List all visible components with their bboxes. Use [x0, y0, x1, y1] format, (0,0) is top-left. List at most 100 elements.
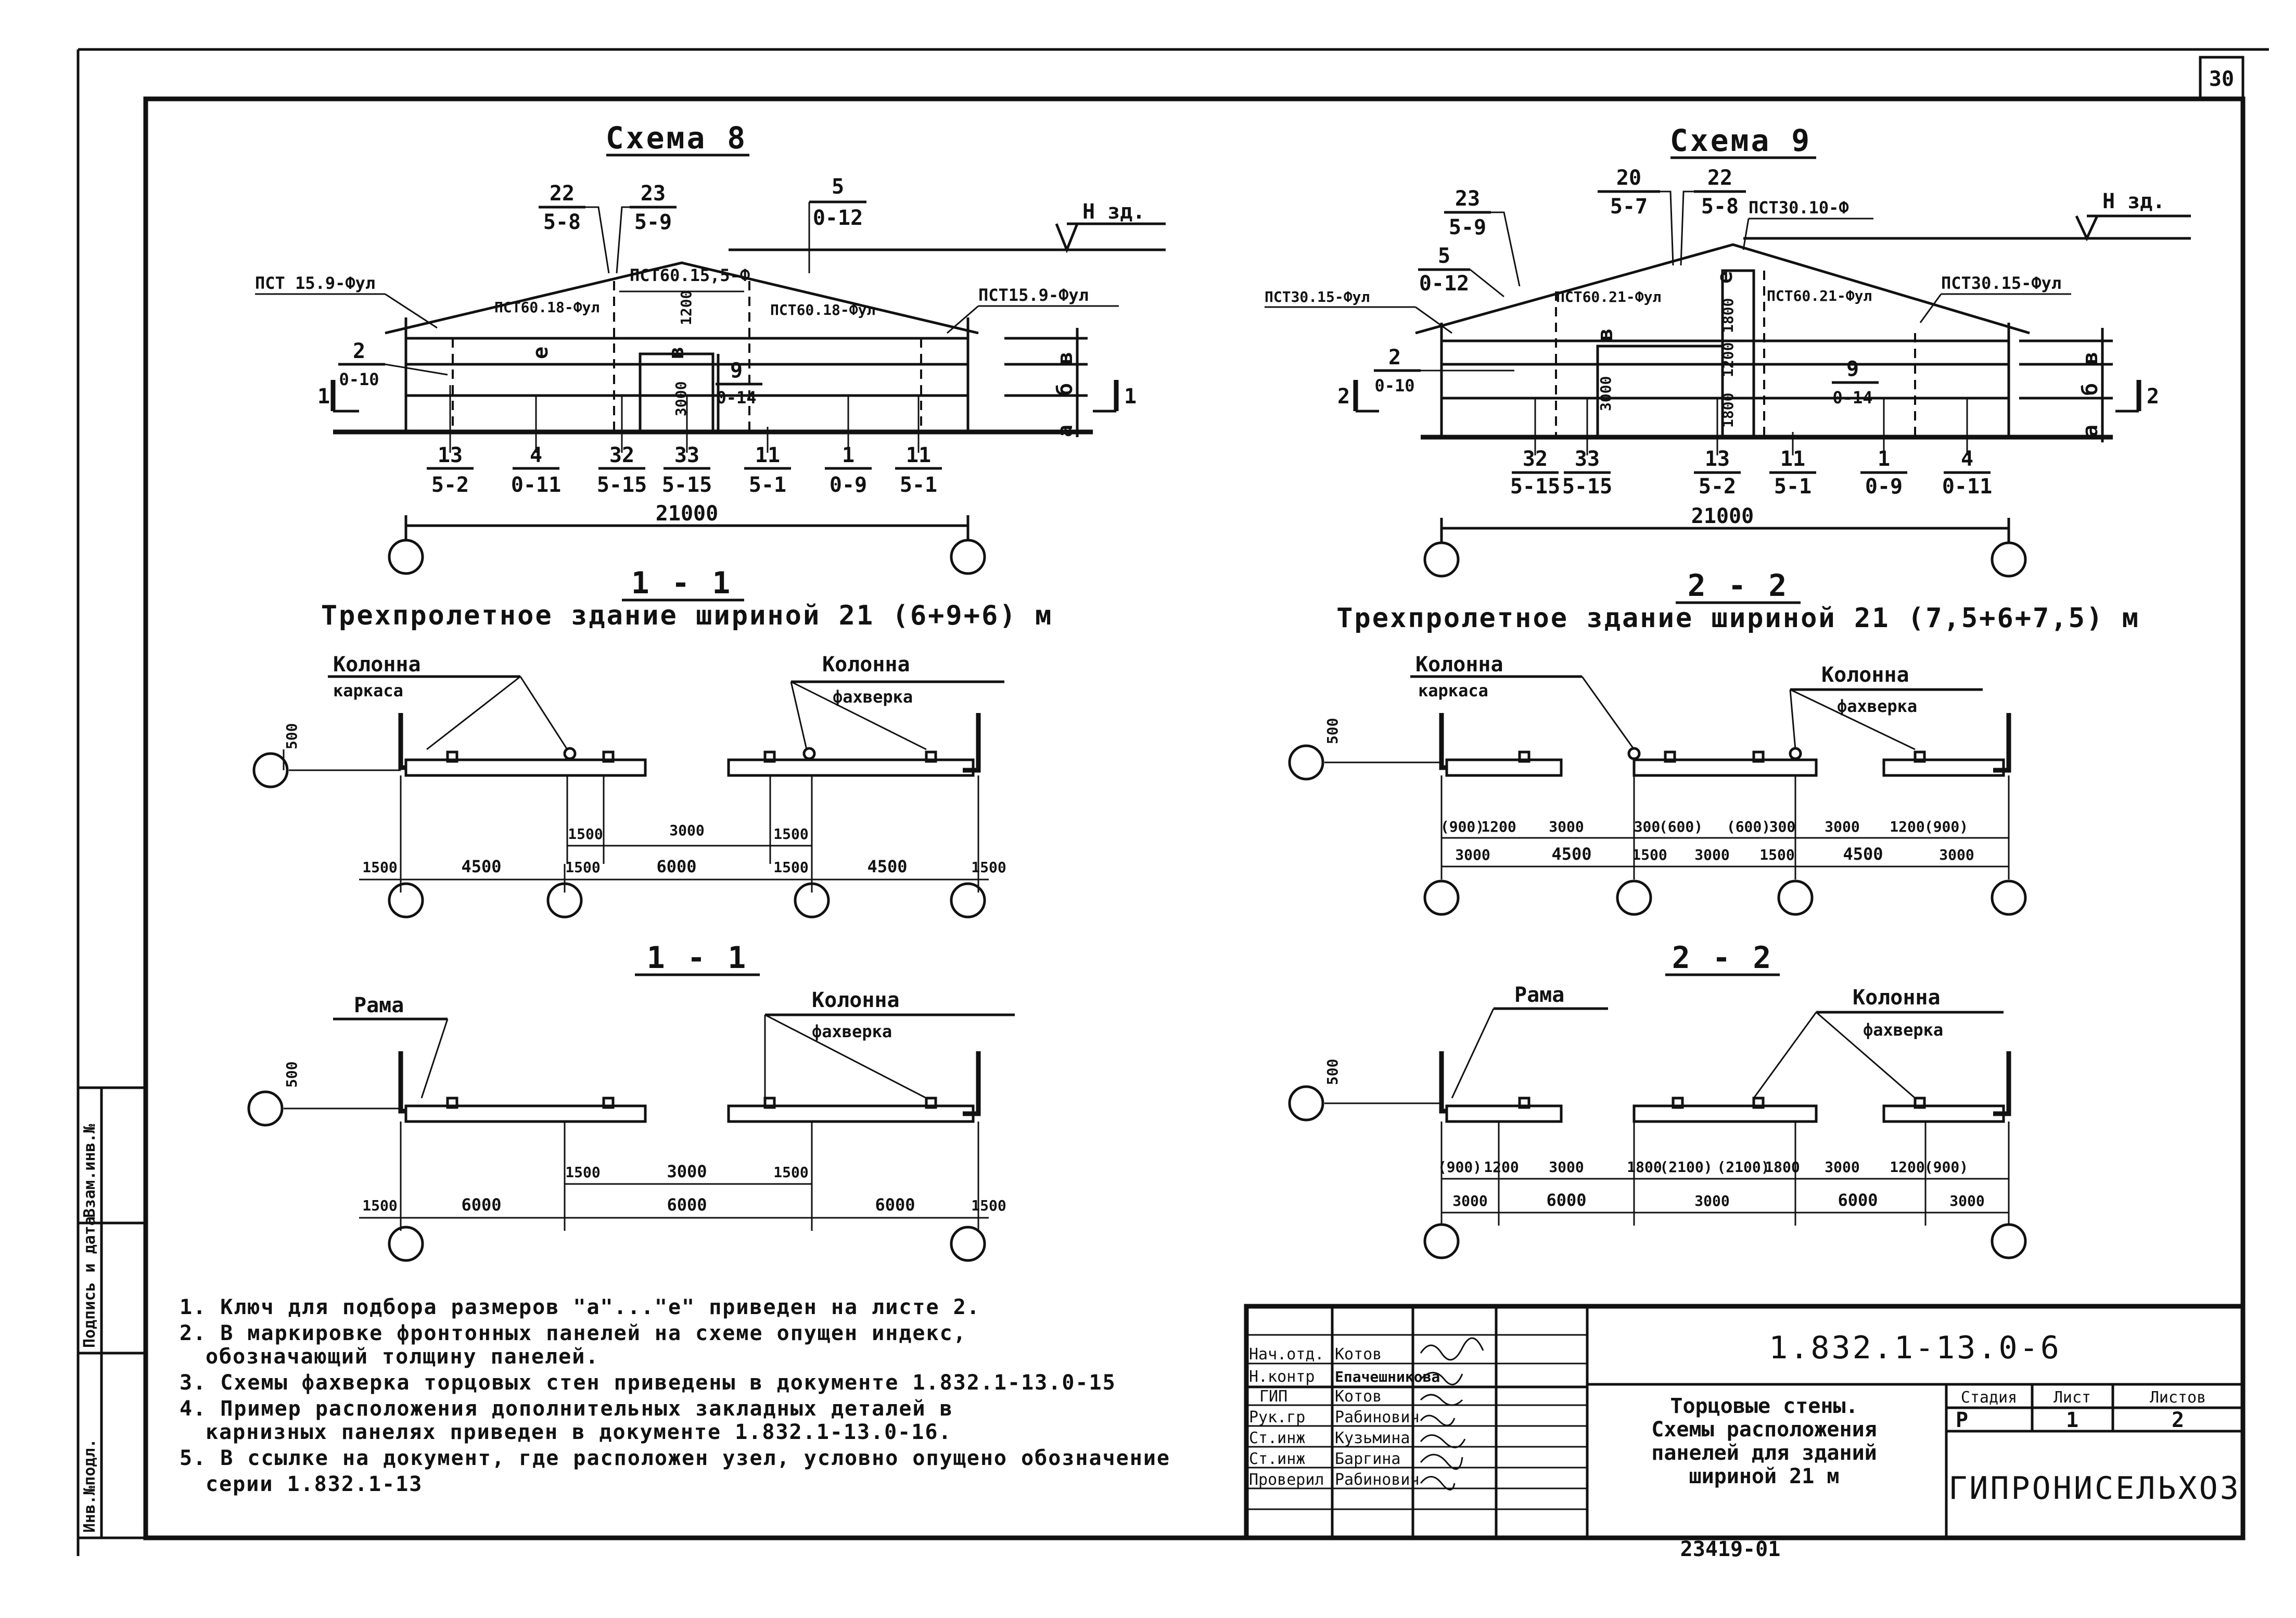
svg-text:5: 5: [832, 175, 844, 199]
scheme-9-top-marks: 23 5-9 5 0-12 20 5-7 22 5-8: [1418, 166, 1746, 298]
svg-text:фахверка: фахверка: [833, 687, 913, 707]
side-stamp-inv: Инв.№подл.: [81, 1438, 99, 1533]
svg-text:Нач.отд.: Нач.отд.: [1249, 1345, 1324, 1364]
side-stamp-sign: Подпись и дата: [81, 1216, 99, 1348]
svg-text:ПСТ30.15-Фул: ПСТ30.15-Фул: [1265, 288, 1370, 305]
svg-text:1: 1: [1124, 385, 1137, 409]
svg-text:1500: 1500: [1632, 846, 1667, 863]
svg-text:Схемы расположения: Схемы расположения: [1651, 1418, 1877, 1442]
svg-text:500: 500: [1324, 718, 1341, 744]
svg-text:3. Схемы фахверка торцовых сте: 3. Схемы фахверка торцовых стен приведен…: [180, 1371, 1116, 1395]
svg-text:0-10: 0-10: [339, 370, 379, 389]
svg-text:карнизных панелях приведен в д: карнизных панелях приведен в документе 1…: [206, 1420, 952, 1444]
svg-text:23: 23: [641, 182, 666, 206]
svg-text:Лист: Лист: [2053, 1388, 2091, 1407]
scheme-8-title: Схема 8: [606, 120, 747, 156]
svg-text:ПСТ30.15-Фул: ПСТ30.15-Фул: [1941, 273, 2061, 293]
svg-text:5-2: 5-2: [431, 473, 469, 497]
svg-text:Н.контр: Н.контр: [1249, 1368, 1315, 1386]
svg-text:1 - 1: 1 - 1: [647, 940, 748, 975]
svg-text:Рабинович: Рабинович: [1335, 1471, 1420, 1489]
scheme-9-width: 21000: [1691, 504, 1754, 528]
svg-text:0-11: 0-11: [1942, 475, 1992, 499]
svg-text:Колонна: Колонна: [1853, 986, 1941, 1010]
scheme-8-width: 21000: [656, 502, 718, 526]
scheme-9-bottom-marks: 32 5-15 33 5-15 13 5-2 11 5-1 1 0-9 4 0-…: [1510, 398, 1992, 499]
svg-text:Рама: Рама: [1514, 983, 1564, 1007]
svg-text:б: б: [1053, 383, 1077, 396]
svg-text:(600): (600): [1659, 818, 1703, 835]
svg-text:0-12: 0-12: [1419, 272, 1469, 296]
svg-text:5-15: 5-15: [1562, 475, 1612, 499]
svg-text:Р: Р: [1956, 1408, 1968, 1432]
svg-text:1 - 1: 1 - 1: [631, 565, 733, 601]
svg-text:300: 300: [1634, 818, 1661, 835]
svg-text:фахверка: фахверка: [1837, 696, 1917, 716]
svg-text:Рабинович: Рабинович: [1335, 1408, 1420, 1426]
svg-text:1500: 1500: [971, 859, 1006, 876]
svg-text:1: 1: [2066, 1408, 2078, 1432]
svg-text:5-7: 5-7: [1610, 195, 1648, 219]
svg-text:500: 500: [283, 723, 300, 749]
svg-text:4500: 4500: [1551, 844, 1591, 864]
svg-text:(900): (900): [1924, 1158, 1968, 1176]
svg-text:2 - 2: 2 - 2: [1688, 568, 1789, 603]
svg-text:0-9: 0-9: [830, 473, 867, 497]
svg-text:4. Пример расположения дополни: 4. Пример расположения дополнительных за…: [180, 1397, 953, 1421]
svg-text:2: 2: [2147, 385, 2159, 409]
svg-text:1. Ключ для подбора размеров ": 1. Ключ для подбора размеров "а"..."е" п…: [180, 1295, 980, 1319]
svg-text:Колонна: Колонна: [1821, 663, 1909, 687]
svg-text:Рук.гр: Рук.гр: [1249, 1408, 1305, 1426]
svg-text:1500: 1500: [565, 1164, 600, 1181]
svg-text:22: 22: [550, 182, 575, 206]
doc-code: 1.832.1-13.0-6: [1769, 1330, 2061, 1366]
svg-text:2. В маркировке фронтонных пан: 2. В маркировке фронтонных панелей на сх…: [180, 1321, 967, 1345]
side-stamp: Инв.№подл. Подпись и дата Взам.инв.№: [76, 1086, 147, 1539]
side-stamp-replace: Взам.инв.№: [81, 1123, 99, 1218]
svg-text:9: 9: [1846, 357, 1859, 381]
svg-text:каркаса: каркаса: [1418, 681, 1488, 700]
svg-text:каркаса: каркаса: [333, 681, 403, 700]
svg-text:е: е: [529, 347, 553, 359]
svg-text:обозначающий толщину панелей.: обозначающий толщину панелей.: [206, 1345, 599, 1369]
scheme-8-bottom-marks: 13 5-2 4 0-11 32 5-15 33 5-15 11 5-1 1 0…: [427, 385, 942, 497]
svg-text:3000: 3000: [1694, 846, 1729, 863]
svg-text:2 - 2: 2 - 2: [1672, 940, 1774, 975]
svg-text:б: б: [2078, 383, 2102, 396]
svg-text:а: а: [2078, 425, 2102, 437]
svg-text:1200: 1200: [1890, 818, 1924, 835]
svg-text:3000: 3000: [1597, 376, 1614, 411]
svg-text:0-9: 0-9: [1865, 475, 1903, 499]
page-number: 30: [2209, 67, 2234, 91]
svg-text:Проверил: Проверил: [1249, 1471, 1324, 1489]
svg-text:0-12: 0-12: [813, 206, 863, 230]
svg-text:22: 22: [1707, 166, 1732, 190]
svg-text:1500: 1500: [773, 859, 808, 876]
svg-text:1800: 1800: [1719, 393, 1737, 428]
scheme-8-height: Н зд.: [1082, 200, 1145, 224]
svg-text:1200: 1200: [1481, 818, 1516, 835]
svg-text:2: 2: [2172, 1408, 2184, 1432]
svg-text:1: 1: [317, 385, 330, 409]
svg-text:1500: 1500: [773, 1164, 808, 1181]
svg-text:3000: 3000: [1825, 1158, 1859, 1176]
svg-text:1500: 1500: [1759, 846, 1794, 863]
svg-text:300: 300: [1769, 818, 1796, 835]
svg-text:1500: 1500: [773, 825, 808, 843]
svg-text:ПСТ30.10-Ф: ПСТ30.10-Ф: [1749, 198, 1849, 218]
svg-text:1200: 1200: [1890, 1158, 1924, 1176]
svg-text:5. В ссылке на документ, где р: 5. В ссылке на документ, где расположен …: [180, 1446, 1170, 1470]
svg-text:1500: 1500: [565, 859, 600, 876]
svg-text:(2100): (2100): [1660, 1158, 1712, 1176]
svg-text:0-11: 0-11: [511, 473, 561, 497]
svg-text:ПСТ60.18-Фул: ПСТ60.18-Фул: [770, 301, 875, 318]
svg-text:ПСТ15.9-Фул: ПСТ15.9-Фул: [978, 285, 1089, 305]
svg-text:1500: 1500: [971, 1197, 1006, 1214]
plan-1-1-caption: Трехпролетное здание шириной 21 (6+9+6) …: [321, 600, 1053, 631]
title-block: Нач.отд. Н.контр ГИП Рук.гр Ст.инж Ст.ин…: [1244, 1304, 2246, 1540]
svg-text:Колонна: Колонна: [1415, 653, 1503, 677]
svg-text:в: в: [2078, 352, 2102, 364]
svg-text:3000: 3000: [1452, 1192, 1487, 1209]
